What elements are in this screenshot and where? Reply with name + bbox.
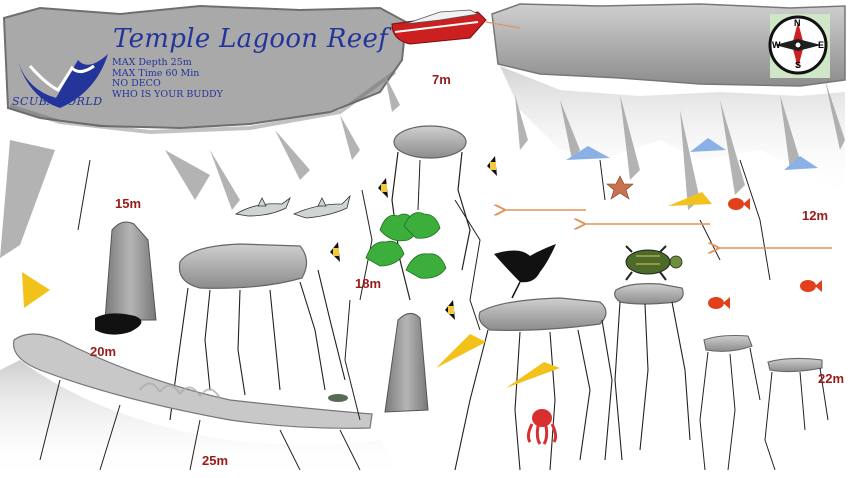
manta-ray-icon xyxy=(494,244,556,299)
central-standing-rock xyxy=(384,313,429,413)
depth-label-boat: 7m xyxy=(432,72,451,87)
depth-label-west-rock: 20m xyxy=(90,344,117,359)
compass-north-label: N xyxy=(794,18,801,28)
west-standing-rock xyxy=(95,221,157,335)
turtle-icon xyxy=(625,245,683,281)
sand-ripple-marks xyxy=(139,382,221,399)
reef-crevice-lines xyxy=(77,159,771,421)
depth-label-sand-bottom: 25m xyxy=(202,453,229,468)
angelfish-icon xyxy=(330,156,497,320)
compass-west-label: W xyxy=(772,40,781,50)
dive-note-no-deco: NO DECO xyxy=(112,78,161,89)
compass-icon xyxy=(768,14,830,78)
logo-text: SCUBAWORLD xyxy=(12,95,103,108)
starfish-icon xyxy=(606,175,634,200)
sand-bottom-shelf xyxy=(0,333,400,478)
dive-note-max-depth: MAX Depth 25m xyxy=(112,57,192,68)
dive-boat-icon xyxy=(391,9,521,45)
top-right-reef-shelf xyxy=(491,3,846,200)
scubaworld-logo-icon xyxy=(18,54,108,108)
green-coral-icon xyxy=(365,212,447,279)
depth-label-pinnacles: 18m xyxy=(355,276,382,291)
depth-label-east-entry: 12m xyxy=(802,208,829,223)
right-table-rock-large xyxy=(454,297,613,471)
map-title: Temple Lagoon Reef xyxy=(113,24,389,54)
right-table-rock-tiny xyxy=(764,357,829,471)
dive-notes: MAX Depth 25m MAX Time 60 Min NO DECO WH… xyxy=(112,57,223,100)
right-table-rock-medium xyxy=(614,283,691,461)
depth-label-east-ledges: 22m xyxy=(818,371,845,386)
octopus-icon xyxy=(526,409,558,445)
current-arrow-icon xyxy=(504,210,832,248)
depth-label-left-wall: 15m xyxy=(115,196,142,211)
reef-wall-shadows xyxy=(0,75,845,258)
blue-fin-icon xyxy=(566,138,818,170)
shark-icon xyxy=(234,194,351,219)
yellow-fan-coral-icon xyxy=(22,192,712,388)
info-rock-slab xyxy=(2,4,408,135)
goldfish-icon xyxy=(708,198,822,309)
sea-cucumber-icon xyxy=(328,394,348,402)
compass-east-label: E xyxy=(818,40,825,50)
right-table-rock-small xyxy=(699,334,761,471)
compass-south-label: S xyxy=(795,60,802,70)
dive-note-max-time: MAX Time 60 Min xyxy=(112,67,200,79)
dive-note-buddy: WHO IS YOUR BUDDY xyxy=(112,88,223,100)
